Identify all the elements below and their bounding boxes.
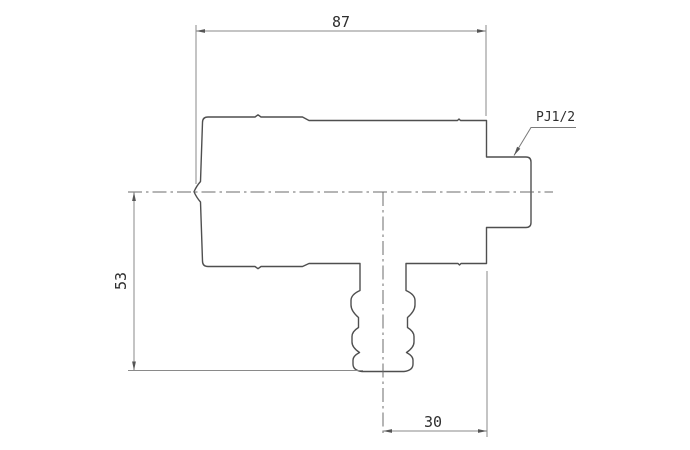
dim30-text: 30 <box>424 413 442 431</box>
dim87-text: 87 <box>332 13 350 31</box>
dim53-arrow-bottom <box>132 361 136 371</box>
thread-leader-arrow <box>514 146 521 156</box>
dim30-arrow-left <box>383 429 392 433</box>
dim30-arrow-right <box>478 429 487 433</box>
dim53-text: 53 <box>112 272 130 290</box>
dim53-arrow-top <box>132 192 136 201</box>
dim87-arrow-right <box>477 29 486 33</box>
part-outline <box>193 114 532 373</box>
dim87-arrow-left <box>196 29 205 33</box>
thread-size-label: PJ1/2 <box>536 110 575 125</box>
thread-leader-line <box>513 127 576 156</box>
